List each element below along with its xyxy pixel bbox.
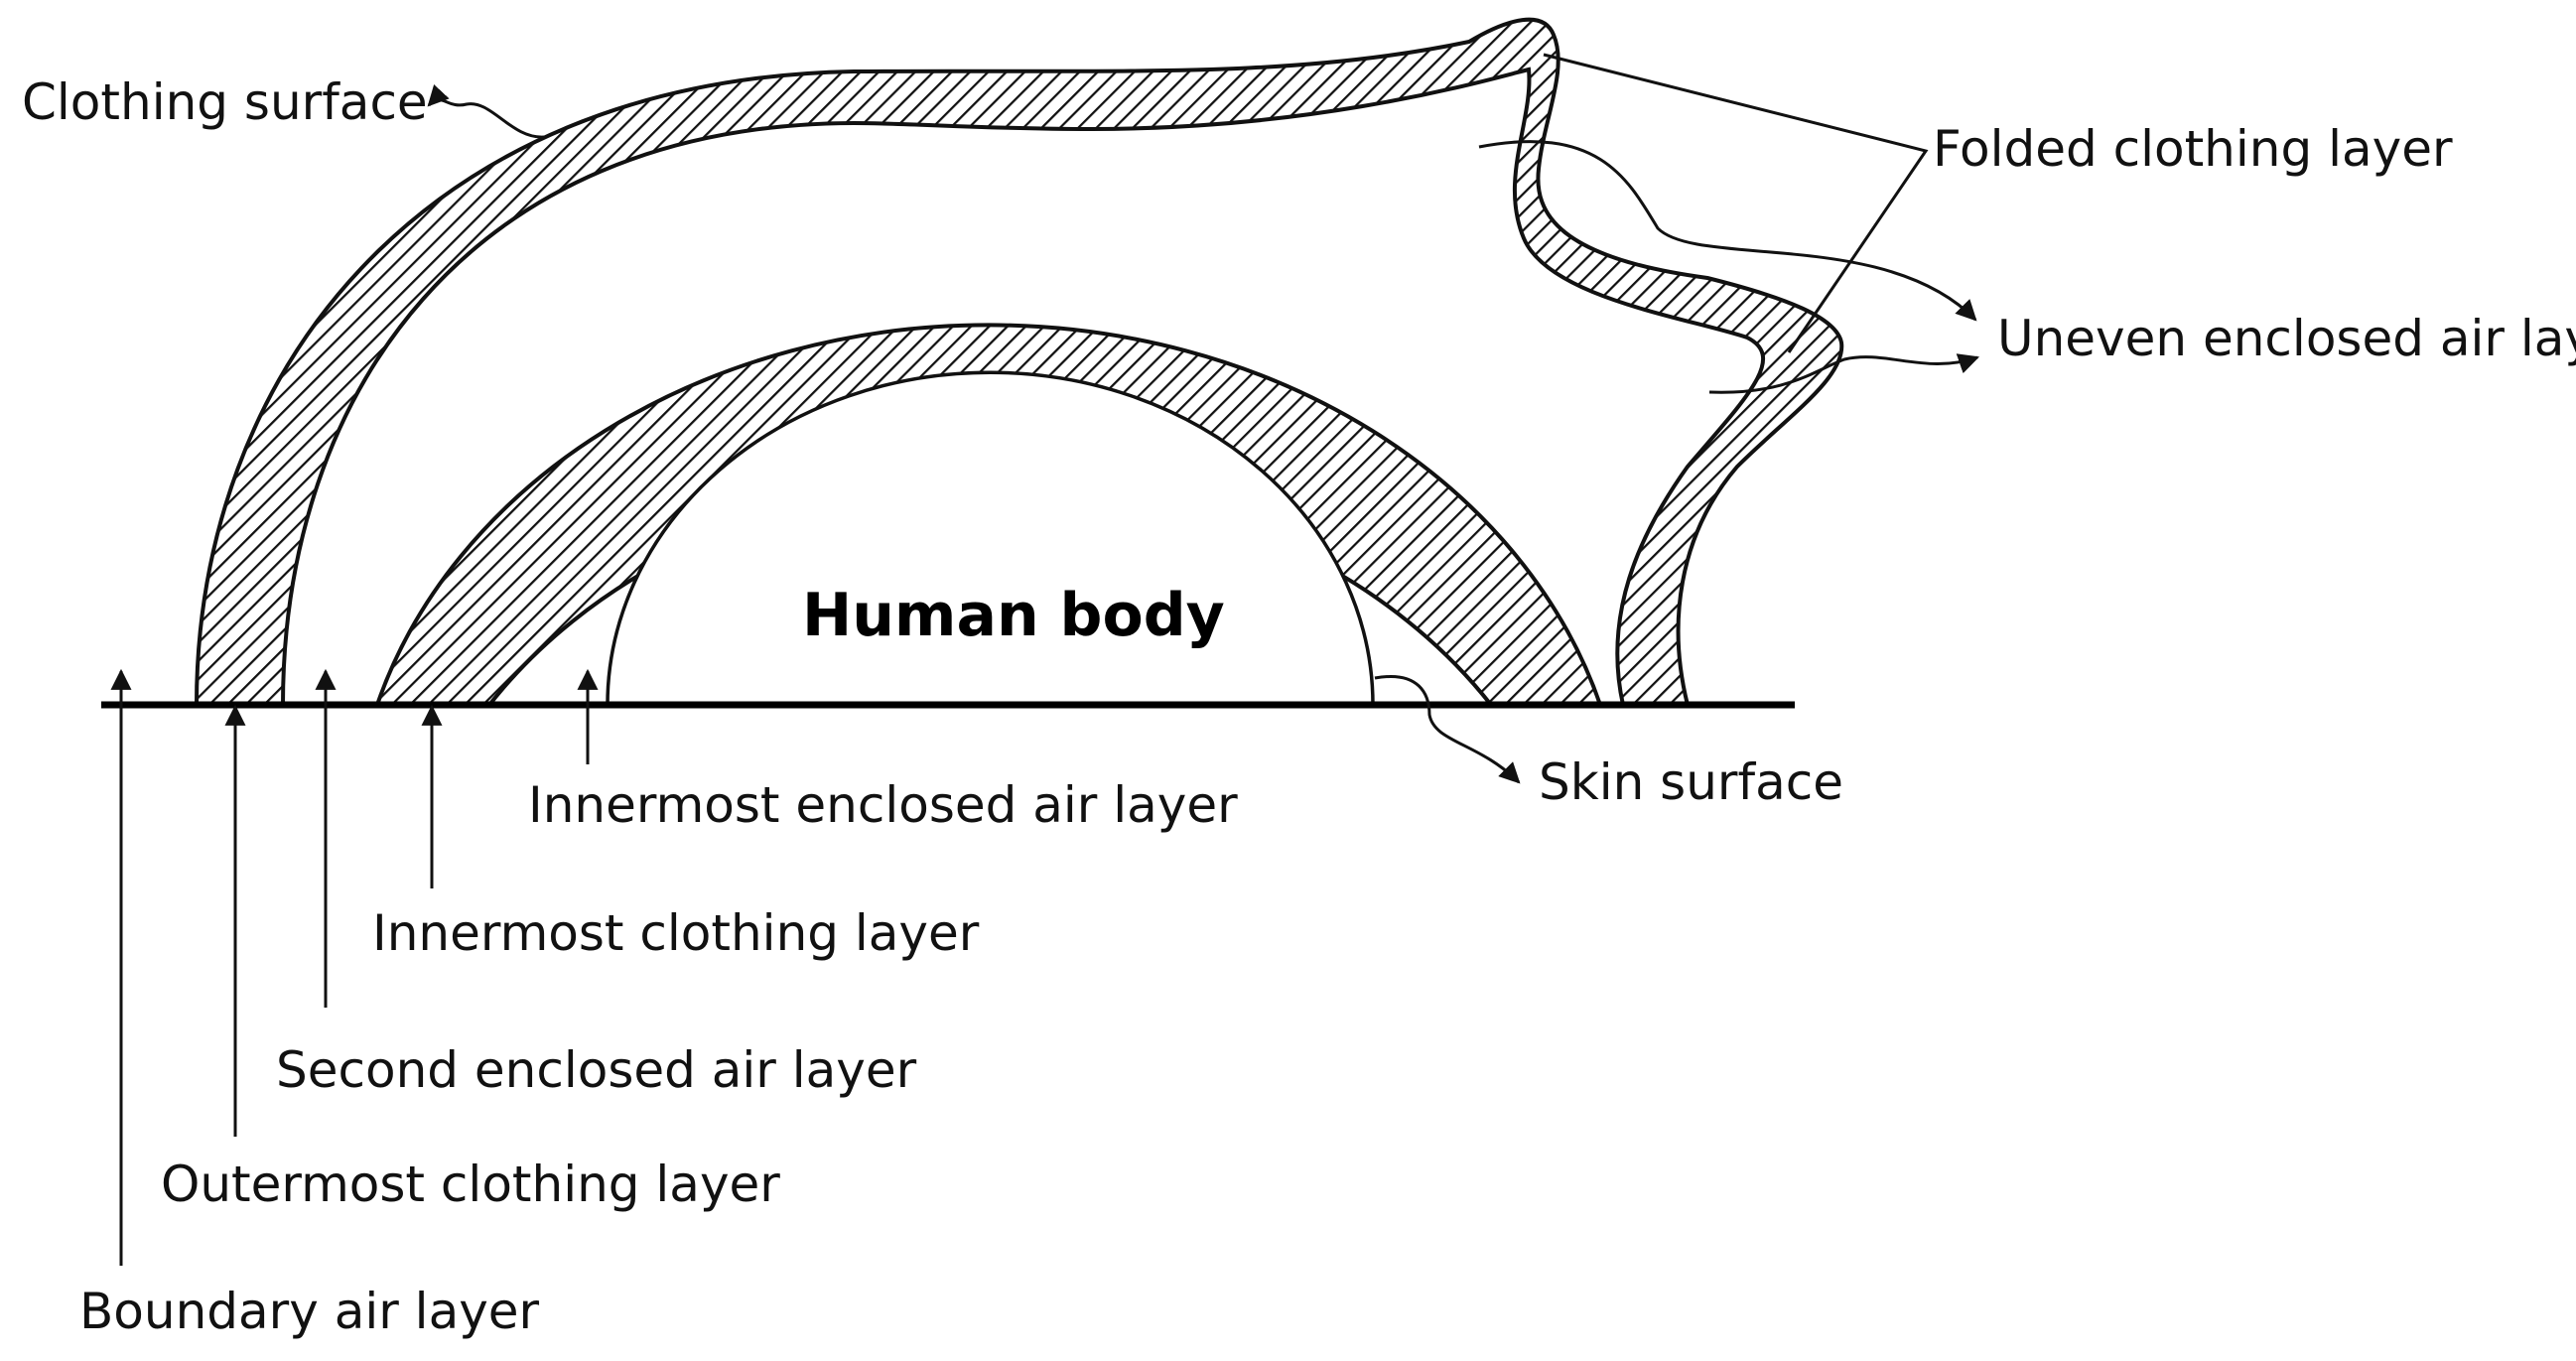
uneven-enclosed-air-layer-label: Uneven enclosed air layer [1997,310,2576,367]
outermost-clothing-layer-label: Outermost clothing layer [161,1156,780,1213]
second-enclosed-air-layer-label: Second enclosed air layer [276,1041,917,1099]
skin-surface-label: Skin surface [1539,753,1843,811]
innermost-clothing-layer-label: Innermost clothing layer [372,904,980,962]
folded-clothing-layer-pointer [1543,53,1929,353]
boundary-air-layer-label: Boundary air layer [79,1283,540,1340]
clothing-surface-pointer [427,84,545,139]
uneven-air-pointer-upper [1478,140,1977,322]
folded-clothing-layer-label: Folded clothing layer [1933,120,2453,178]
clothing-surface-label: Clothing surface [22,73,428,131]
uneven-air-pointer-lower [1708,353,1979,394]
human-body-label: Human body [802,581,1225,650]
skin-surface-pointer [1374,675,1521,784]
human-body-shape [606,370,1375,706]
outermost-clothing-layer-band [194,17,1844,707]
innermost-enclosed-air-layer-label: Innermost enclosed air layer [528,776,1238,834]
